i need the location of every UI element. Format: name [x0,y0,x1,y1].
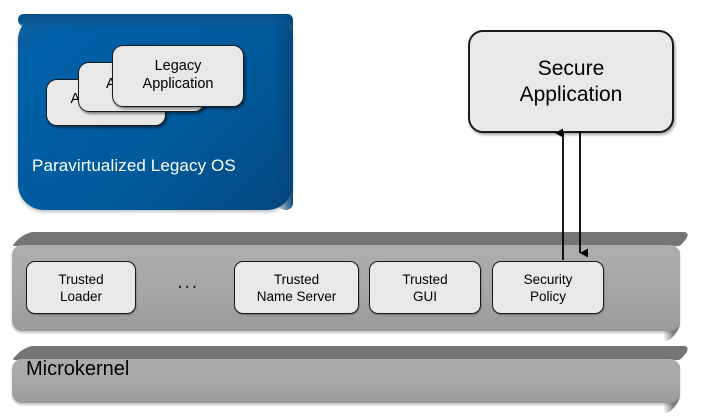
paravirtualized-legacy-os-label: Paravirtualized Legacy OS [32,156,236,175]
microkernel-label: Microkernel [26,358,130,380]
kernel-bar-face [12,359,680,403]
microkernel-layer-bar [12,346,693,417]
services-bar-top-bevel [12,232,693,246]
services-ellipsis: ... [178,275,200,292]
